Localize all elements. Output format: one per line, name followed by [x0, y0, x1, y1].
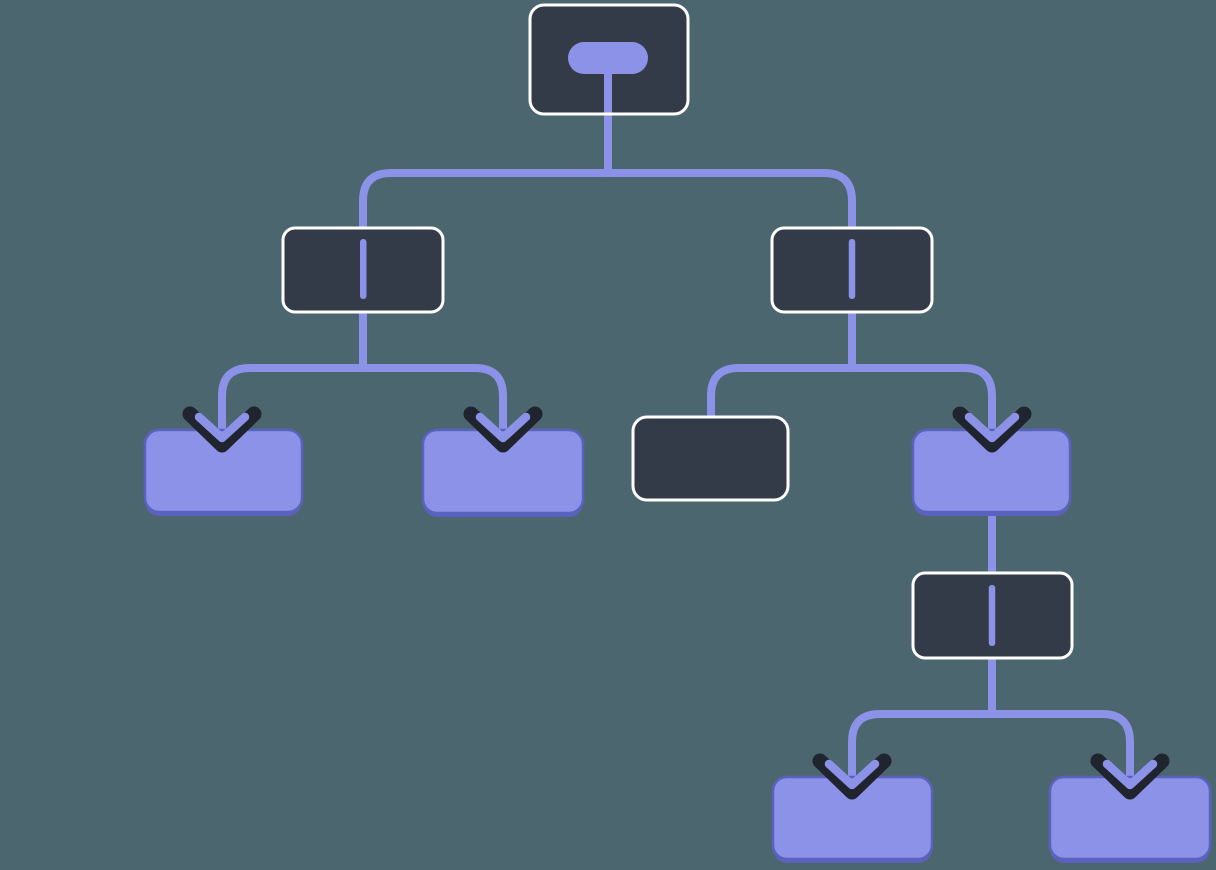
root-pill-icon: [568, 42, 648, 74]
node-leaf-5[interactable]: [1048, 775, 1212, 863]
node-leaf-5-body: [1048, 775, 1212, 861]
node-split-bottom[interactable]: [911, 571, 1074, 660]
split-right-bar-icon: [848, 239, 856, 299]
edge-split-left-to-leaf-2: [359, 305, 507, 435]
node-root-border: [528, 3, 690, 116]
node-root[interactable]: [528, 3, 690, 116]
edge-split-right-to-leaf-3: [848, 305, 996, 435]
chevron-purple-icon: [964, 412, 1020, 443]
chevron-dark-icon: [1090, 753, 1170, 800]
split-bottom-bar-icon: [988, 585, 996, 646]
edge-split-bottom-to-leaf-4: [848, 650, 996, 782]
chevron-dark-icon: [952, 406, 1032, 453]
arrow-into-leaf-3: [952, 406, 1032, 453]
chevron-dark-icon: [812, 753, 892, 800]
chevron-dark-icon: [463, 406, 543, 453]
node-leaf-4-body: [771, 775, 934, 861]
arrow-into-leaf-2: [463, 406, 543, 453]
edge-split-right-to-dark-leaf: [707, 305, 856, 421]
edge-root-to-split-right: [604, 74, 856, 232]
node-dark-leaf[interactable]: [631, 415, 790, 502]
arrow-into-leaf-5: [1090, 753, 1170, 800]
node-leaf-4[interactable]: [771, 775, 934, 863]
chevron-dark-icon: [182, 406, 262, 453]
arrow-into-leaf-4: [812, 753, 892, 800]
split-left-bar-icon: [360, 239, 367, 299]
edge-split-left-to-leaf-1: [218, 305, 367, 435]
node-leaf-3[interactable]: [911, 428, 1072, 516]
node-leaf-3-body: [911, 428, 1072, 514]
chevron-purple-icon: [1102, 759, 1158, 790]
edge-root-to-split-left: [359, 74, 612, 232]
chevron-purple-icon: [194, 412, 250, 443]
root-pill-stem: [604, 70, 612, 115]
arrow-into-leaf-1: [182, 406, 262, 453]
edge-layer: [218, 74, 1134, 782]
node-leaf-2[interactable]: [421, 428, 585, 517]
chevron-purple-icon: [475, 412, 531, 443]
node-split-left[interactable]: [281, 226, 445, 314]
edge-split-bottom-to-leaf-5: [988, 650, 1134, 782]
node-leaf-2-body: [421, 428, 585, 515]
chevron-purple-icon: [824, 759, 880, 790]
node-leaf-1-body: [143, 428, 304, 514]
node-split-right[interactable]: [770, 226, 934, 314]
node-leaf-1[interactable]: [143, 428, 304, 516]
arrow-layer: [182, 406, 1170, 800]
node-dark-leaf-body: [631, 415, 790, 502]
